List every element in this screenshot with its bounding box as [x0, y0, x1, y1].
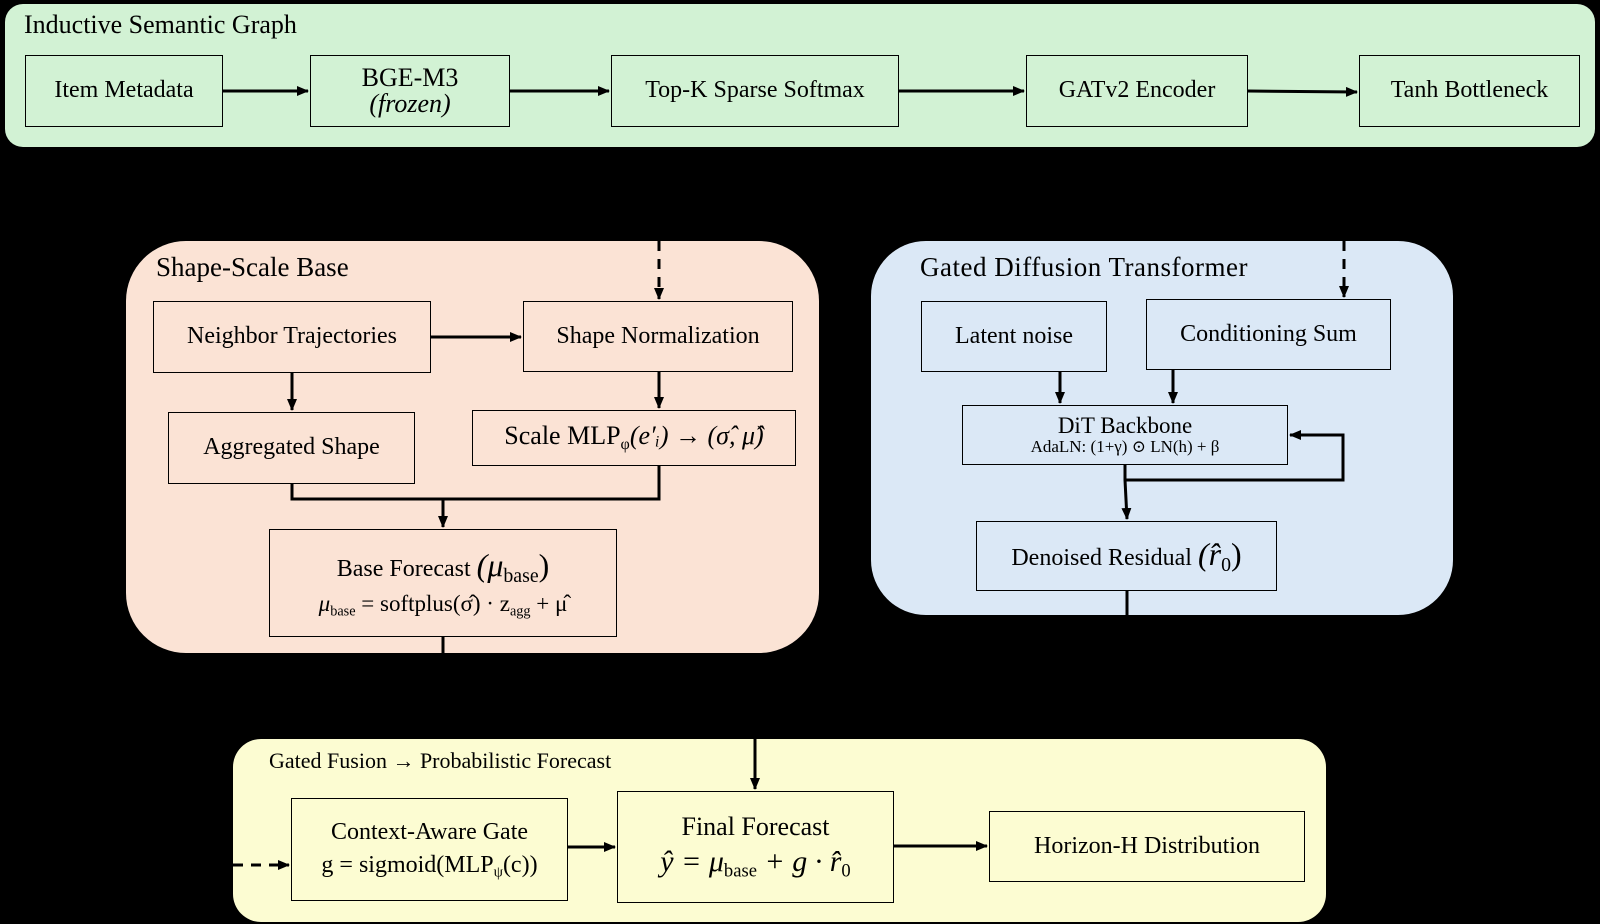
- horizon-distribution-box: Horizon-H Distribution: [989, 811, 1305, 882]
- gatv2-label: GATv2 Encoder: [1058, 77, 1216, 104]
- scale-mlp-args: (e′ᵢ) → (σ̂, μ̂): [629, 421, 764, 451]
- base-forecast-formula: μbase = softplus(σ̂) · zagg + μ̂: [319, 589, 568, 621]
- final-title: Final Forecast: [681, 811, 830, 841]
- denoised-sub: 0: [1221, 553, 1231, 576]
- aggregated-label: Aggregated Shape: [203, 434, 380, 461]
- conditioning-label: Conditioning Sum: [1180, 320, 1357, 347]
- base-forecast-mu: (μ: [476, 546, 504, 583]
- base-forecast-mu-sub: base: [503, 564, 539, 587]
- shape-scale-panel-title: Shape-Scale Base: [156, 252, 349, 282]
- base-forecast-box: Base Forecast (μbase) μbase = softplus(σ…: [269, 529, 617, 637]
- tanh-bottleneck-box: Tanh Bottleneck: [1359, 55, 1580, 127]
- topk-sparse-softmax-box: Top-K Sparse Softmax: [611, 55, 899, 127]
- denoised-sym: (r̂: [1197, 535, 1222, 572]
- topk-label: Top-K Sparse Softmax: [645, 77, 865, 104]
- denoised-sym-wrap: (r̂0): [1197, 535, 1242, 576]
- final-formula-b: + g · r̂: [764, 845, 842, 879]
- dit-formula: AdaLN: (1+γ) ⊙ LN(h) + β: [1030, 437, 1220, 457]
- bge-m3-label: BGE-M3: [361, 63, 459, 92]
- context-aware-gate-box: Context-Aware Gate g = sigmoid(MLPψ(c)): [291, 798, 568, 901]
- fusion-panel-title: Gated Fusion → Probabilistic Forecast: [269, 748, 612, 773]
- scale-mlp-text: Scale MLP: [504, 421, 621, 451]
- base-forecast-close: ): [538, 546, 550, 583]
- denoised-text: Denoised Residual: [1011, 544, 1192, 571]
- base-formula-rest: = softplus(σ̂) · z: [361, 591, 510, 617]
- dit-backbone-box: DiT Backbone AdaLN: (1+γ) ⊙ LN(h) + β: [962, 405, 1288, 465]
- final-formula: ŷ = μbase + g · r̂0: [660, 843, 850, 883]
- gate-formula-a: g = sigmoid(MLP: [321, 852, 494, 879]
- item-metadata-box: Item Metadata: [25, 55, 223, 127]
- latent-label: Latent noise: [955, 322, 1073, 349]
- horizon-label: Horizon-H Distribution: [1034, 832, 1260, 859]
- bge-m3-frozen-label: (frozen): [369, 89, 451, 118]
- final-forecast-box: Final Forecast ŷ = μbase + g · r̂0: [617, 791, 894, 903]
- base-forecast-title: Base Forecast (μbase): [337, 545, 550, 590]
- connector-dit-to-denoised: [1121, 465, 1132, 520]
- dit-title: DiT Backbone: [1057, 413, 1193, 438]
- connector-aggregated-to-base: [290, 466, 661, 501]
- bge-m3-box: BGE-M3 (frozen): [310, 55, 510, 127]
- denoised-close: ): [1231, 535, 1242, 572]
- final-formula-sub: base: [723, 860, 757, 882]
- item-metadata-label: Item Metadata: [54, 77, 194, 104]
- tanh-label: Tanh Bottleneck: [1390, 77, 1549, 104]
- scale-mlp-formula: Scale MLPφ(e′ᵢ) → (σ̂, μ̂): [504, 421, 763, 454]
- shape-norm-label: Shape Normalization: [556, 322, 760, 349]
- final-formula-sub2: 0: [841, 860, 851, 882]
- base-formula-sub: base: [330, 603, 356, 620]
- loop-arrow-dit-feedback: [1125, 430, 1345, 482]
- latent-noise-box: Latent noise: [921, 301, 1107, 372]
- gate-formula-b: (c)): [502, 852, 538, 879]
- gate-title: Context-Aware Gate: [330, 818, 529, 845]
- scale-mlp-box: Scale MLPφ(e′ᵢ) → (σ̂, μ̂): [472, 410, 796, 466]
- gate-formula: g = sigmoid(MLPψ(c)): [321, 849, 537, 883]
- neighbor-label: Neighbor Trajectories: [187, 323, 397, 350]
- neighbor-trajectories-box: Neighbor Trajectories: [153, 301, 431, 373]
- gate-formula-sub: ψ: [493, 864, 503, 881]
- arrow-gatv2-to-tanh: [1247, 86, 1358, 97]
- base-forecast-mu-wrap: (μbase): [476, 546, 550, 587]
- gatv2-encoder-box: GATv2 Encoder: [1026, 55, 1248, 127]
- aggregated-shape-box: Aggregated Shape: [168, 412, 415, 484]
- base-formula-mu: μ: [318, 591, 331, 617]
- scale-mlp-sub: φ: [620, 436, 630, 454]
- base-formula-end: + μ̂: [536, 591, 568, 617]
- base-forecast-text: Base Forecast: [336, 555, 471, 582]
- denoised-formula: Denoised Residual (r̂0): [1011, 536, 1241, 577]
- conditioning-sum-box: Conditioning Sum: [1146, 299, 1391, 370]
- shape-normalization-box: Shape Normalization: [523, 301, 793, 372]
- graph-panel-title: Inductive Semantic Graph: [24, 10, 297, 39]
- denoised-residual-box: Denoised Residual (r̂0): [976, 521, 1277, 591]
- base-formula-agg: agg: [509, 603, 531, 620]
- final-formula-a: ŷ = μ: [660, 845, 724, 879]
- diffusion-panel-title: Gated Diffusion Transformer: [920, 252, 1248, 282]
